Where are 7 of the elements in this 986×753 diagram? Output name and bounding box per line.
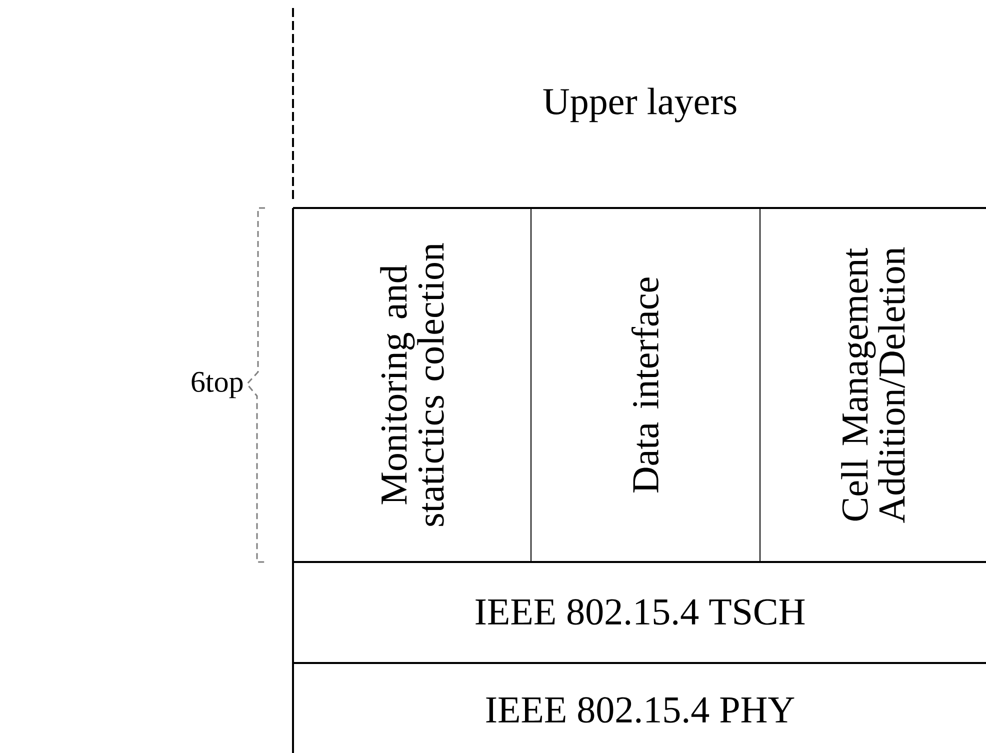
layer-label: IEEE 802.15.4 PHY [486, 697, 794, 723]
layer-label: Upper layers [543, 88, 736, 122]
sublayer-label: Data interface [631, 278, 659, 493]
brace-label: 6top [192, 372, 243, 398]
sublayer-label: Cell Management Addition/Deletion [841, 247, 905, 523]
layer-label: IEEE 802.15.4 TSCH [476, 599, 805, 625]
sublayer-label: Monitoring and statictics colection [380, 243, 444, 526]
